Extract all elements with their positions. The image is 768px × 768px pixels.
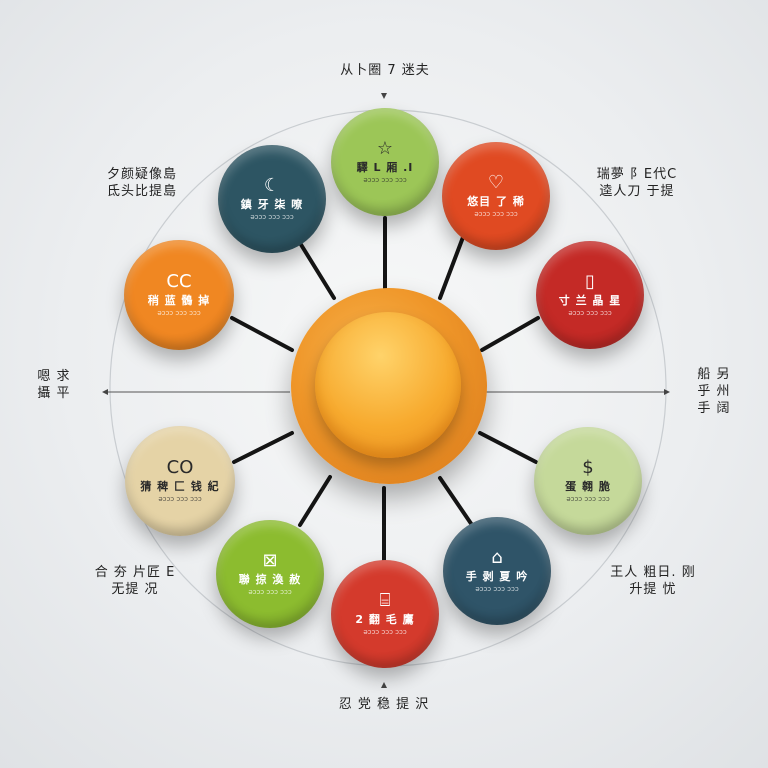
label-upper-left: 夕颜疑像島 氐头比提島 <box>106 167 177 199</box>
node-subtitle: ǝɔɔɔ ɔɔɔ ɔɔɔ <box>475 585 519 593</box>
node-3: ▯ 寸 兰 晶 星 ǝɔɔɔ ɔɔɔ ɔɔɔ <box>536 241 644 349</box>
cc-icon: CC <box>166 271 192 292</box>
node-title: 悠目 了 稀 <box>467 195 525 208</box>
device-icon: ⌂ <box>491 547 503 568</box>
node-7: ⊠ 聯 掠 渙 赦 ǝɔɔɔ ɔɔɔ ɔɔɔ <box>216 520 324 628</box>
node-title: 鎮 牙 柒 嘹 <box>240 198 304 211</box>
node-title: 寸 兰 晶 星 <box>558 294 622 307</box>
connector <box>232 431 294 464</box>
node-subtitle: ǝɔɔɔ ɔɔɔ ɔɔɔ <box>568 309 612 317</box>
node-4: $ 蛋 翱 脆 ǝɔɔɔ ɔɔɔ ɔɔɔ <box>534 427 642 535</box>
node-10: ☾ 鎮 牙 柒 嘹 ǝɔɔɔ ɔɔɔ ɔɔɔ <box>218 145 326 253</box>
dollar-icon: $ <box>582 457 594 478</box>
moon-icon: ☾ <box>263 175 281 196</box>
node-subtitle: ǝɔɔɔ ɔɔɔ ɔɔɔ <box>474 210 518 218</box>
heart-icon: ♡ <box>487 172 505 193</box>
label-top: 从卜圈 7 迷夫 <box>340 63 430 78</box>
label-mid-right: 船 另 乎 州 手 阔 <box>697 367 731 416</box>
node-5: ⌂ 手 剥 夏 吟 ǝɔɔɔ ɔɔɔ ɔɔɔ <box>443 517 551 625</box>
node-subtitle: ǝɔɔɔ ɔɔɔ ɔɔɔ <box>363 176 407 184</box>
node-2: ♡ 悠目 了 稀 ǝɔɔɔ ɔɔɔ ɔɔɔ <box>442 142 550 250</box>
label-upper-right: 瑞夢 阝E代C 逵人刀 于提 <box>596 167 678 199</box>
co-icon: CO <box>166 457 194 478</box>
bottom-arrow-icon <box>381 682 387 688</box>
label-lower-left: 合 夯 片匠 E 无提 况 <box>94 565 176 597</box>
connector <box>230 316 294 352</box>
node-subtitle: ǝɔɔɔ ɔɔɔ ɔɔɔ <box>158 495 202 503</box>
node-title: 驛 L 厢 .Ⅰ <box>356 161 414 174</box>
label-mid-left: 嗯 求 攝 平 <box>37 369 71 401</box>
connector <box>298 475 332 527</box>
node-title: 2 翻 毛 鷹 <box>355 613 415 626</box>
left-arrow-icon <box>102 389 108 395</box>
book-icon: ▯ <box>585 271 595 292</box>
node-subtitle: ǝɔɔɔ ɔɔɔ ɔɔɔ <box>248 588 292 596</box>
box-icon: ⊠ <box>262 550 278 571</box>
hub-center-button <box>315 312 461 458</box>
node-title: 猜 稗 匚 钱 紀 <box>140 480 220 493</box>
node-title: 手 剥 夏 吟 <box>465 570 529 583</box>
connector <box>480 316 540 352</box>
node-title: 聯 掠 渙 赦 <box>238 573 302 586</box>
node-1: ☆ 驛 L 厢 .Ⅰ ǝɔɔɔ ɔɔɔ ɔɔɔ <box>331 108 439 216</box>
building-icon: ⌸ <box>379 590 391 611</box>
star-icon: ☆ <box>376 138 394 159</box>
node-8: CO 猜 稗 匚 钱 紀 ǝɔɔɔ ɔɔɔ ɔɔɔ <box>125 426 235 536</box>
node-subtitle: ǝɔɔɔ ɔɔɔ ɔɔɔ <box>363 628 407 636</box>
node-subtitle: ǝɔɔɔ ɔɔɔ ɔɔɔ <box>250 213 294 221</box>
label-lower-right: 王人 粗日. 刚 升提 忧 <box>610 565 696 597</box>
node-6: ⌸ 2 翻 毛 鷹 ǝɔɔɔ ɔɔɔ ɔɔɔ <box>331 560 439 668</box>
node-title: 蛋 翱 脆 <box>565 480 611 493</box>
label-bottom: 忍 党 稳 提 沢 <box>338 697 430 712</box>
connector <box>438 476 474 527</box>
node-subtitle: ǝɔɔɔ ɔɔɔ ɔɔɔ <box>157 309 201 317</box>
right-arrow-icon <box>664 389 670 395</box>
node-subtitle: ǝɔɔɔ ɔɔɔ ɔɔɔ <box>566 495 610 503</box>
connector <box>478 431 538 464</box>
top-arrow-icon <box>381 93 387 99</box>
node-9: CC 稍 蓝 鶻 掉 ǝɔɔɔ ɔɔɔ ɔɔɔ <box>124 240 234 350</box>
connector <box>298 241 336 300</box>
node-title: 稍 蓝 鶻 掉 <box>147 294 211 307</box>
